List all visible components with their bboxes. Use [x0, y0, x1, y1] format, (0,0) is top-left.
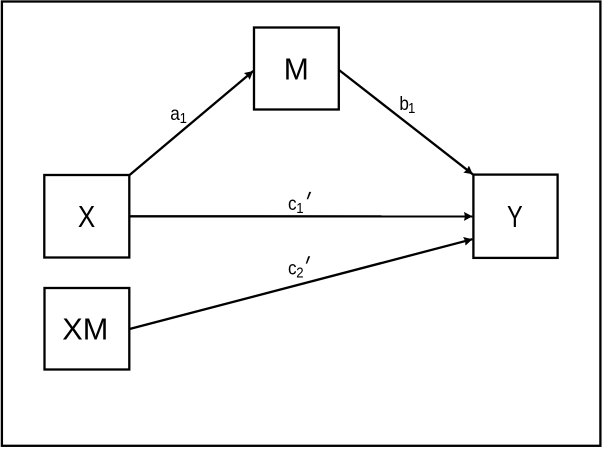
svg-text:b1: b1: [399, 92, 415, 116]
svg-text:XM: XM: [62, 311, 108, 346]
svg-text:X: X: [78, 200, 95, 235]
svg-text:Y: Y: [507, 199, 523, 234]
svg-text:a1: a1: [170, 102, 187, 126]
svg-text:c2: c2: [288, 256, 304, 280]
svg-text:M: M: [284, 52, 309, 87]
svg-text:c1: c1: [288, 192, 304, 216]
